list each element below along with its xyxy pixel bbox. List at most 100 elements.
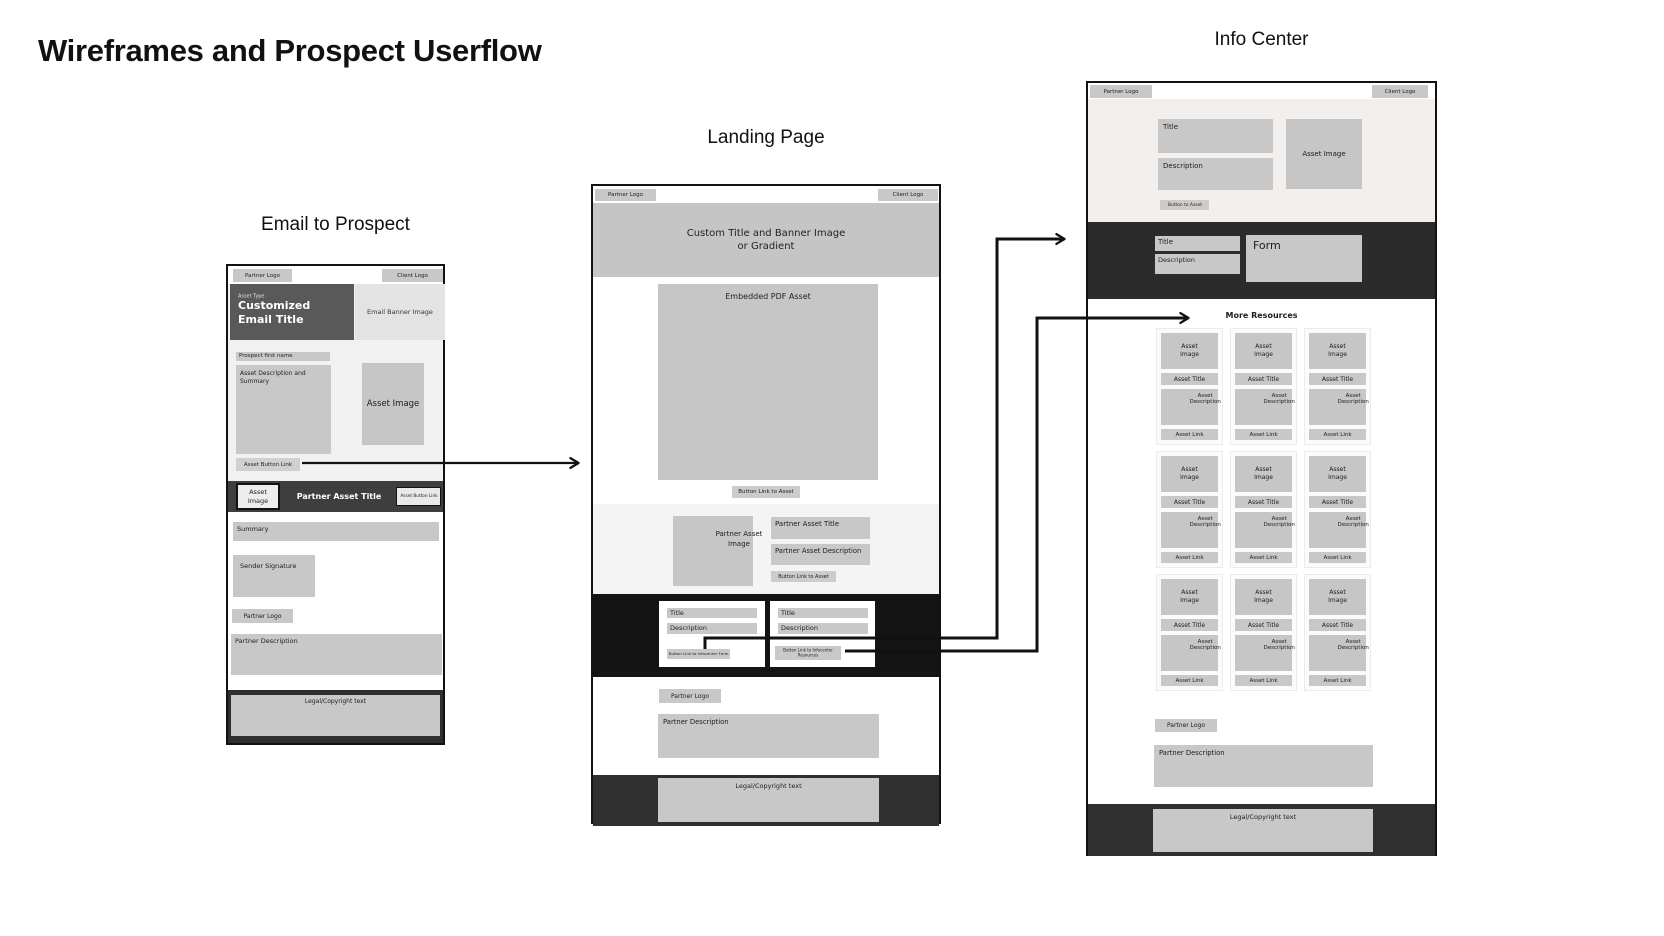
asset-link[interactable]: Asset Link: [1235, 675, 1292, 686]
legal-copyright-text: Legal/Copyright text: [658, 778, 879, 822]
asset-link[interactable]: Asset Link: [1161, 552, 1218, 563]
asset-description: Asset Description: [1235, 389, 1295, 425]
infocenter-footer: Legal/Copyright text: [1088, 804, 1435, 856]
partner-asset-title: Partner Asset Title: [771, 517, 870, 539]
partner-band-asset-button-link[interactable]: Asset Button Link: [396, 487, 441, 506]
partner-logo: Partner Logo: [1090, 85, 1152, 98]
asset-title: Asset Title: [1235, 373, 1292, 385]
infocenter-hero-section: Title Description Asset Image Button to …: [1088, 99, 1435, 222]
asset-title: Asset Title: [1309, 496, 1366, 508]
partner-logo: Partner Logo: [595, 189, 656, 201]
asset-image-placeholder: Asset Image: [1309, 579, 1366, 615]
asset-image-placeholder: Asset Image: [1235, 333, 1292, 369]
cta-title: Title: [778, 608, 868, 618]
asset-description: Asset Description: [1161, 635, 1221, 671]
prospect-first-name-field: Prospect first name: [236, 352, 330, 361]
partner-logo-footer: Partner Logo: [232, 609, 293, 623]
asset-button-link[interactable]: Asset Button Link: [236, 458, 300, 471]
infocenter-wireframe-panel: Partner Logo Client Logo Title Descripti…: [1086, 81, 1437, 856]
legal-copyright-text: Legal/Copyright text: [231, 695, 440, 736]
asset-image-placeholder: Asset Image: [1235, 456, 1292, 492]
asset-description: Asset Description: [1235, 635, 1295, 671]
infocenter-form-band: Title Description Form: [1088, 222, 1435, 299]
asset-image-placeholder: Asset Image: [1309, 456, 1366, 492]
embedded-pdf-asset[interactable]: Embedded PDF Asset: [658, 284, 878, 480]
partner-asset-button-link[interactable]: Button Link to Asset: [771, 571, 836, 582]
button-link-to-infocenter-form[interactable]: Button Link to Infocenter Form: [667, 649, 730, 659]
partner-logo-footer: Partner Logo: [659, 689, 721, 703]
custom-title-banner: Custom Title and Banner Image or Gradien…: [593, 203, 939, 277]
email-hero-block: Asset Type Customized Email Title: [230, 284, 354, 340]
resources-grid: Asset Image Asset Title Asset Descriptio…: [1156, 328, 1371, 691]
partner-band-asset-image: Asset Image: [236, 483, 280, 510]
summary-placeholder: Summary: [233, 522, 439, 541]
form-band-title: Title: [1155, 236, 1240, 251]
resource-card: Asset Image Asset Title Asset Descriptio…: [1156, 451, 1223, 568]
landing-section-title: Landing Page: [707, 127, 825, 148]
infocenter-section-title: Info Center: [1214, 29, 1309, 50]
asset-image-placeholder: Asset Image: [1161, 333, 1218, 369]
asset-link[interactable]: Asset Link: [1309, 675, 1366, 686]
button-link-to-asset[interactable]: Button Link to Asset: [732, 486, 800, 498]
resource-card: Asset Image Asset Title Asset Descriptio…: [1156, 574, 1223, 691]
asset-title: Asset Title: [1161, 619, 1218, 631]
partner-asset-description: Partner Asset Description: [771, 544, 870, 565]
hero-asset-image-placeholder: Asset Image: [1286, 119, 1362, 189]
partner-logo-footer: Partner Logo: [1155, 719, 1217, 732]
asset-description-placeholder: Asset Description and Summary: [236, 365, 331, 454]
asset-description: Asset Description: [1161, 512, 1221, 548]
asset-link[interactable]: Asset Link: [1235, 429, 1292, 440]
asset-title: Asset Title: [1161, 496, 1218, 508]
landing-footer: Legal/Copyright text: [593, 775, 939, 826]
hero-title-placeholder: Title: [1158, 119, 1273, 153]
email-title: Customized Email Title: [238, 299, 311, 326]
form-placeholder[interactable]: Form: [1246, 235, 1362, 282]
resource-card: Asset Image Asset Title Asset Descriptio…: [1230, 451, 1297, 568]
partner-description-placeholder: Partner Description: [231, 634, 442, 675]
page-title: Wireframes and Prospect Userflow: [38, 33, 542, 68]
asset-link[interactable]: Asset Link: [1161, 675, 1218, 686]
asset-title: Asset Title: [1309, 373, 1366, 385]
asset-image-placeholder: Asset Image: [362, 363, 424, 445]
email-footer: Legal/Copyright text: [228, 690, 443, 743]
resource-card: Asset Image Asset Title Asset Descriptio…: [1304, 574, 1371, 691]
button-link-to-infocenter-resources[interactable]: Button Link to Infocenter Resources: [775, 646, 841, 660]
partner-asset-image-placeholder: Partner Asset Image: [673, 516, 762, 586]
partner-description-placeholder: Partner Description: [658, 714, 879, 758]
email-wireframe-panel: Partner Logo Client Logo Asset Type Cust…: [226, 264, 445, 745]
asset-description: Asset Description: [1235, 512, 1295, 548]
cta-card-form: Title Description Button Link to Infocen…: [659, 601, 765, 667]
asset-link[interactable]: Asset Link: [1235, 552, 1292, 563]
resource-card: Asset Image Asset Title Asset Descriptio…: [1230, 328, 1297, 445]
asset-image-placeholder: Asset Image: [1309, 333, 1366, 369]
form-band-description: Description: [1155, 254, 1240, 274]
resource-card: Asset Image Asset Title Asset Descriptio…: [1156, 328, 1223, 445]
asset-description: Asset Description: [1309, 512, 1369, 548]
asset-link[interactable]: Asset Link: [1161, 429, 1218, 440]
email-section-title: Email to Prospect: [261, 214, 410, 235]
asset-link[interactable]: Asset Link: [1309, 429, 1366, 440]
button-to-asset[interactable]: Button to Asset: [1160, 200, 1209, 210]
cta-description: Description: [667, 623, 757, 634]
asset-link[interactable]: Asset Link: [1309, 552, 1366, 563]
asset-description: Asset Description: [1309, 389, 1369, 425]
email-banner-image-placeholder: Email Banner Image: [355, 284, 445, 340]
cta-description: Description: [778, 623, 868, 634]
partner-asset-title: Partner Asset Title: [296, 492, 382, 501]
asset-title: Asset Title: [1235, 619, 1292, 631]
asset-title: Asset Title: [1309, 619, 1366, 631]
landing-page-wireframe-panel: Partner Logo Client Logo Custom Title an…: [591, 184, 941, 826]
infocenter-cta-section: Title Description Button Link to Infocen…: [593, 594, 939, 677]
partner-description-placeholder: Partner Description: [1154, 745, 1373, 787]
sender-signature-placeholder: Sender Signature: [233, 555, 315, 597]
asset-image-placeholder: Asset Image: [1161, 456, 1218, 492]
cta-card-resources: Title Description Button Link to Infocen…: [770, 601, 875, 667]
client-logo: Client Logo: [1372, 85, 1428, 98]
asset-title: Asset Title: [1161, 373, 1218, 385]
resource-card: Asset Image Asset Title Asset Descriptio…: [1230, 574, 1297, 691]
client-logo: Client Logo: [382, 269, 443, 282]
asset-description: Asset Description: [1309, 635, 1369, 671]
partner-logo: Partner Logo: [233, 269, 292, 282]
cta-title: Title: [667, 608, 757, 618]
resource-card: Asset Image Asset Title Asset Descriptio…: [1304, 328, 1371, 445]
